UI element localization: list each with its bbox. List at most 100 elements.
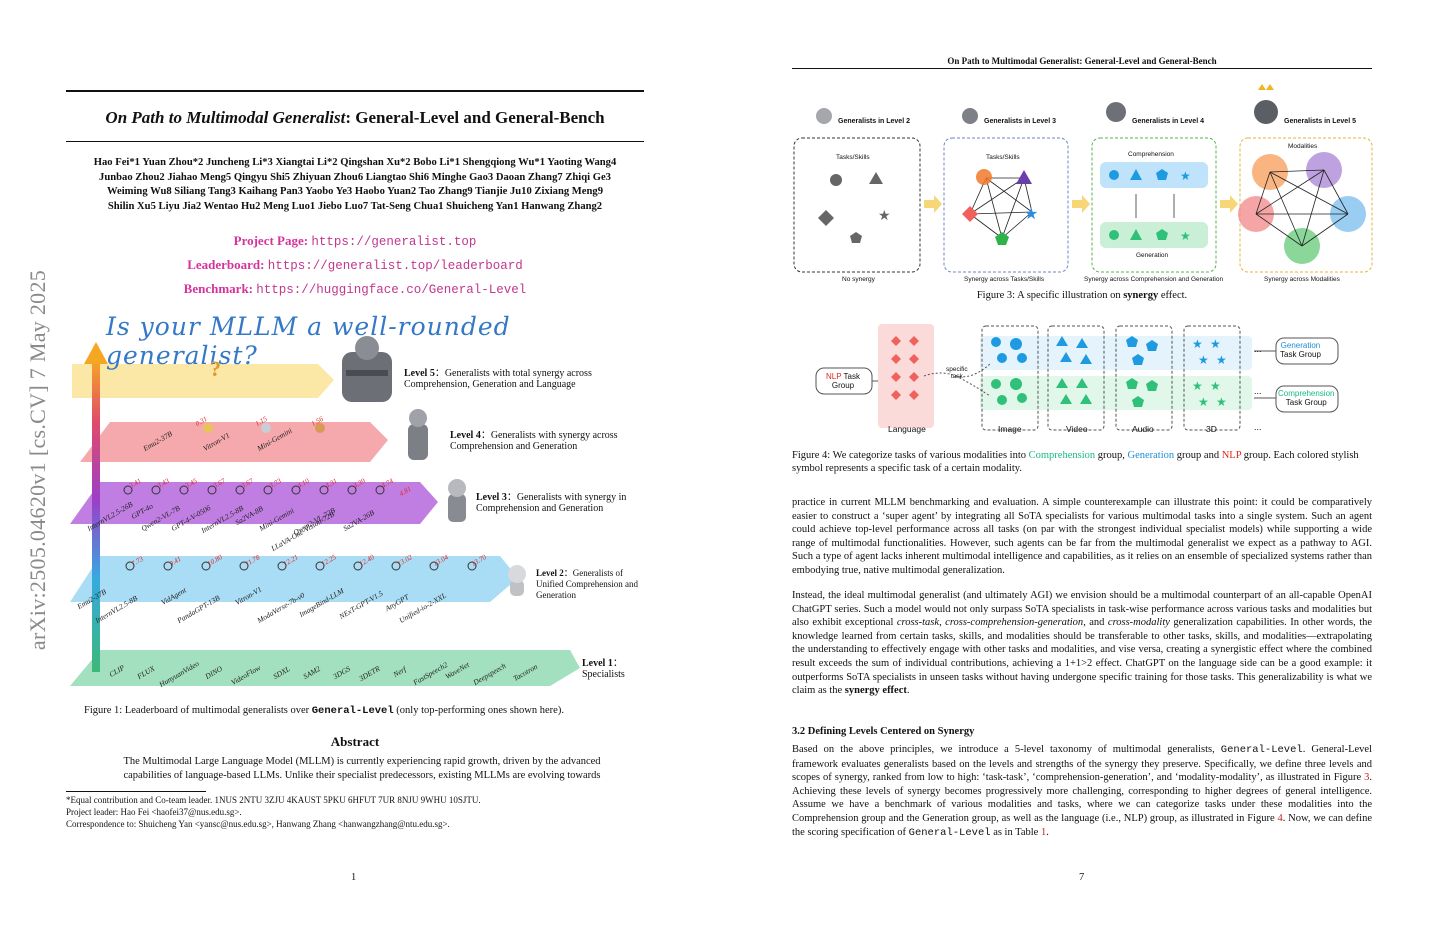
crown-icon bbox=[1258, 84, 1274, 90]
level-4-band bbox=[80, 422, 388, 462]
figure-4-caption: Figure 4: We categorize tasks of various… bbox=[792, 450, 1359, 474]
title-rule-bottom bbox=[66, 141, 644, 142]
svg-text:★: ★ bbox=[1198, 395, 1209, 409]
panel-level-3 bbox=[943, 137, 1069, 273]
robot-icon bbox=[816, 108, 832, 124]
svg-text:★: ★ bbox=[878, 208, 891, 224]
modality-label: Audio bbox=[1132, 424, 1154, 434]
author-line: Hao Fei*1 Yuan Zhou*2 Juncheng Li*3 Xian… bbox=[93, 157, 617, 168]
figure-3-caption: Figure 3: A specific illustration on syn… bbox=[976, 290, 1188, 301]
arrow-icon bbox=[924, 195, 942, 213]
unknown-model-mark: ? bbox=[210, 356, 221, 381]
page-number: 1 bbox=[351, 872, 357, 883]
leaderboard-link[interactable]: Leaderboard: https://generalist.top/lead… bbox=[187, 257, 523, 273]
level-2-markers bbox=[125, 561, 477, 571]
running-head-rule bbox=[792, 68, 1372, 69]
panel-inner-label: Tasks/Skills bbox=[986, 154, 1020, 161]
language-column bbox=[878, 324, 934, 428]
modality-label: Video bbox=[1066, 424, 1088, 434]
arrow-icon bbox=[1072, 195, 1090, 213]
panel-inner-label: Comprehension bbox=[1128, 151, 1174, 158]
image-column bbox=[981, 325, 1039, 431]
panel-footer: No synergy bbox=[842, 276, 875, 283]
panel-heading: Generalists in Level 5 bbox=[1284, 118, 1356, 125]
video-column bbox=[1047, 325, 1105, 431]
footnote-line: *Equal contribution and Co-team leader. … bbox=[66, 795, 481, 805]
footnote-line: Project leader: Hao Fei <haofei37@nus.ed… bbox=[66, 807, 242, 817]
figure-4-graphic: ★★★★ ★★★★ bbox=[815, 324, 1339, 431]
project-page-link[interactable]: Project Page: https://generalist.top bbox=[233, 233, 477, 249]
panel-level-5 bbox=[1239, 137, 1373, 273]
svg-text:★: ★ bbox=[1216, 353, 1227, 367]
author-line: Shilin Xu5 Liyu Jia2 Wentao Hu2 Meng Luo… bbox=[107, 200, 603, 212]
figure-1-leaderboard: Is your MLLM a well-rounded generalist? … bbox=[70, 312, 644, 702]
level-3-description: Level 3：Generalists with synergy in Comp… bbox=[476, 492, 627, 514]
modality-label: ... bbox=[1254, 422, 1262, 432]
footnotes: *Equal contribution and Co-team leader. … bbox=[66, 794, 644, 830]
panel-heading: Generalists in Level 4 bbox=[1132, 118, 1204, 125]
ellipsis-label: ... bbox=[1254, 386, 1262, 396]
panel-footer: Synergy across Tasks/Skills bbox=[964, 276, 1045, 283]
author-line: Weiming Wu8 Siliang Tang3 Kaihang Pan3 Y… bbox=[107, 186, 603, 197]
level-1-description: Level 1：Specialists bbox=[582, 658, 625, 680]
svg-text:★: ★ bbox=[1216, 395, 1227, 409]
robot-level2-icon bbox=[508, 565, 526, 596]
ellipsis-label: ... bbox=[1254, 344, 1262, 354]
level-2-band bbox=[70, 556, 518, 602]
arrow-head bbox=[84, 342, 108, 364]
panel-footer: Synergy across Modalities bbox=[1264, 276, 1340, 283]
abstract-heading: Abstract bbox=[330, 734, 380, 749]
author-list: Hao Fei*1 Yuan Zhou*2 Juncheng Li*3 Xian… bbox=[66, 156, 644, 214]
modality-label: 3D bbox=[1206, 424, 1217, 434]
figure-3-graphic: ★ ★ ★ ★ bbox=[793, 84, 1373, 273]
panel-level-2 bbox=[793, 137, 921, 273]
comprehension-bar bbox=[1100, 162, 1208, 188]
body-paragraph-3: Based on the above principles, we introd… bbox=[792, 744, 1372, 839]
svg-text:★: ★ bbox=[1180, 169, 1191, 183]
svg-text:★: ★ bbox=[1198, 353, 1209, 367]
body-paragraph-1: practice in current MLLM benchmarking an… bbox=[792, 497, 1372, 576]
section-heading: 3.2 Defining Levels Centered on Synergy bbox=[792, 726, 975, 737]
level-3-band bbox=[70, 482, 438, 524]
paper-page-1 bbox=[0, 0, 728, 942]
generation-bar bbox=[1100, 222, 1208, 248]
panel-footer: Synergy across Comprehension and Generat… bbox=[1084, 276, 1224, 283]
comprehension-group-box bbox=[1275, 385, 1339, 413]
footnote-rule bbox=[66, 791, 206, 792]
figure-1-graphic bbox=[70, 336, 580, 686]
synergy-web bbox=[969, 177, 1033, 239]
panel-heading: Generalists in Level 2 bbox=[838, 118, 910, 125]
robot-icon bbox=[1254, 100, 1278, 124]
level-2-description: Level 2：Generalists of Unified Comprehen… bbox=[536, 568, 638, 600]
title-rule-top bbox=[66, 90, 644, 92]
robot-icon bbox=[1106, 102, 1126, 122]
robot-level4-icon bbox=[408, 409, 428, 460]
svg-text:★: ★ bbox=[1210, 379, 1221, 393]
page-number: 7 bbox=[1079, 872, 1085, 883]
level-3-markers bbox=[123, 485, 385, 495]
svg-text:★: ★ bbox=[1192, 337, 1203, 351]
benchmark-link[interactable]: Benchmark: https://huggingface.co/Genera… bbox=[183, 281, 527, 297]
paper-title: On Path to Multimodal Generalist: Genera… bbox=[105, 108, 605, 127]
level-4-description: Level 4：Generalists with synergy across … bbox=[450, 430, 618, 452]
arrow-icon bbox=[1220, 195, 1238, 213]
author-line: Junbao Zhou2 Jiahao Meng5 Qingyu Shi5 Zh… bbox=[99, 171, 611, 183]
arxiv-stamp: arXiv:2505.04620v1 [cs.CV] 7 May 2025 bbox=[18, 250, 58, 670]
arxiv-stamp-text: arXiv:2505.04620v1 [cs.CV] 7 May 2025 bbox=[25, 269, 50, 651]
panel-heading: Generalists in Level 3 bbox=[984, 118, 1056, 125]
level-1-band bbox=[70, 650, 580, 686]
body-paragraph-2: Instead, the ideal multimodal generalist… bbox=[792, 590, 1373, 697]
svg-text:★: ★ bbox=[1210, 337, 1221, 351]
figure-1-tagline: Is your MLLM a well-rounded generalist? bbox=[106, 312, 511, 370]
3d-column bbox=[1183, 325, 1241, 431]
level-5-band bbox=[72, 364, 334, 398]
robot-icon bbox=[962, 108, 978, 124]
svg-text:★: ★ bbox=[1024, 204, 1038, 223]
modality-label: Image bbox=[998, 424, 1022, 434]
panel-inner-label: Modalities bbox=[1288, 143, 1318, 150]
running-head: On Path to Multimodal Generalist: Genera… bbox=[947, 56, 1217, 66]
medal-icon bbox=[203, 423, 213, 433]
svg-text:★: ★ bbox=[1192, 379, 1203, 393]
